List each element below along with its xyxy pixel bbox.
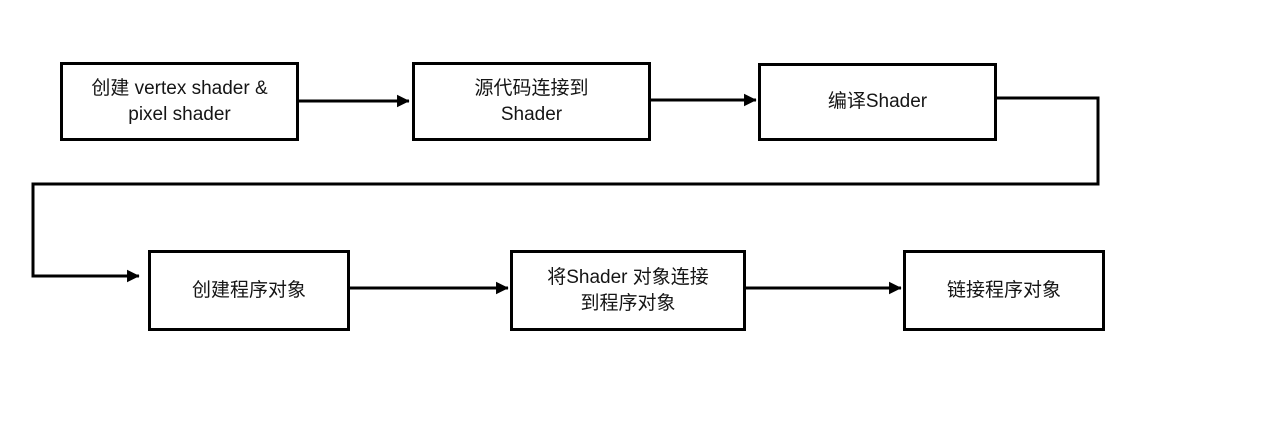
node-source-to-shader: 源代码连接到 Shader	[412, 62, 651, 141]
node-label-line: 创建 vertex shader &	[91, 77, 268, 99]
node-create-program: 创建程序对象	[148, 250, 350, 331]
node-label-line: Shader	[500, 103, 563, 125]
node-label-line: 到程序对象	[580, 292, 676, 314]
node-compile-shader: 编译Shader	[758, 63, 997, 141]
node-label-line: 将Shader 对象连接	[547, 266, 709, 288]
node-label-line: 源代码连接到	[474, 77, 589, 99]
node-label-line: 创建程序对象	[191, 279, 306, 301]
edge-compile-to-create-program	[31, 96, 1100, 283]
node-label-line: 编译Shader	[827, 91, 928, 112]
node-link-program: 链接程序对象	[903, 250, 1105, 331]
node-label-line: 链接程序对象	[946, 279, 1061, 301]
node-attach-shader-to-program: 将Shader 对象连接 到程序对象	[510, 250, 746, 331]
node-label-line: pixel shader	[128, 103, 231, 125]
node-create-shaders: 创建 vertex shader & pixel shader	[60, 62, 299, 141]
